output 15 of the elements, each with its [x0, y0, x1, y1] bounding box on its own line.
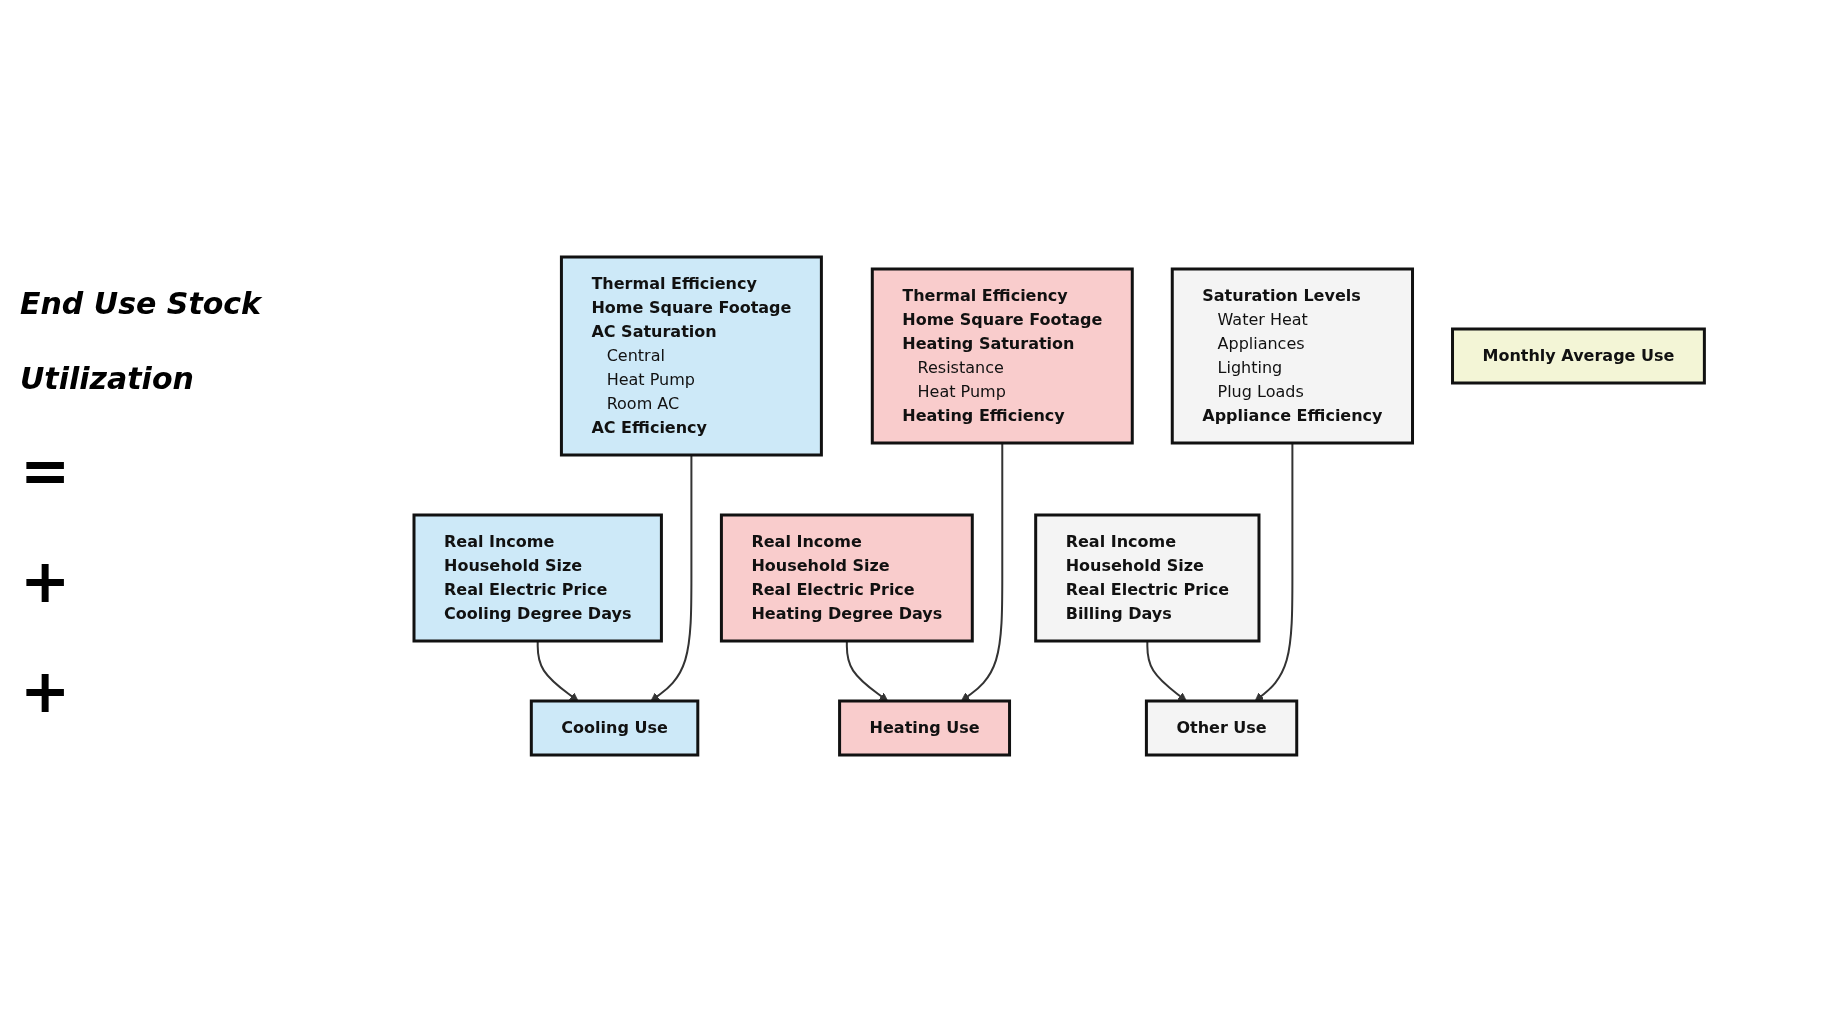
side-label: End Use Stock — [20, 286, 263, 321]
node-box: Real Income Household Size Real Electric Price Heating Degree Days — [719, 513, 974, 643]
node-box: Other Use — [1144, 699, 1299, 757]
node-box: Saturation Levels Water Heat Appliances Lighting Plug Loads Appliance Efficiency — [1170, 267, 1414, 445]
node-box: Thermal Efficiency Home Square Footage AC Saturation Central Heat Pump Room AC AC Efficiency — [559, 255, 823, 457]
node-box: Cooling Use — [529, 699, 700, 757]
operator-sign: = — [20, 436, 72, 506]
node-box: Monthly Average Use — [1450, 327, 1706, 385]
node-box: Real Income Household Size Real Electric Price Billing Days — [1034, 513, 1261, 643]
operator-sign: + — [20, 656, 72, 726]
operator-sign: + — [20, 546, 72, 616]
node-box: Heating Use — [837, 699, 1011, 757]
side-label: Utilization — [20, 361, 195, 396]
node-box: Thermal Efficiency Home Square Footage Heating Saturation Resistance Heat Pump Heating Efficiency — [870, 267, 1134, 445]
node-box: Real Income Household Size Real Electric Price Cooling Degree Days — [412, 513, 663, 643]
